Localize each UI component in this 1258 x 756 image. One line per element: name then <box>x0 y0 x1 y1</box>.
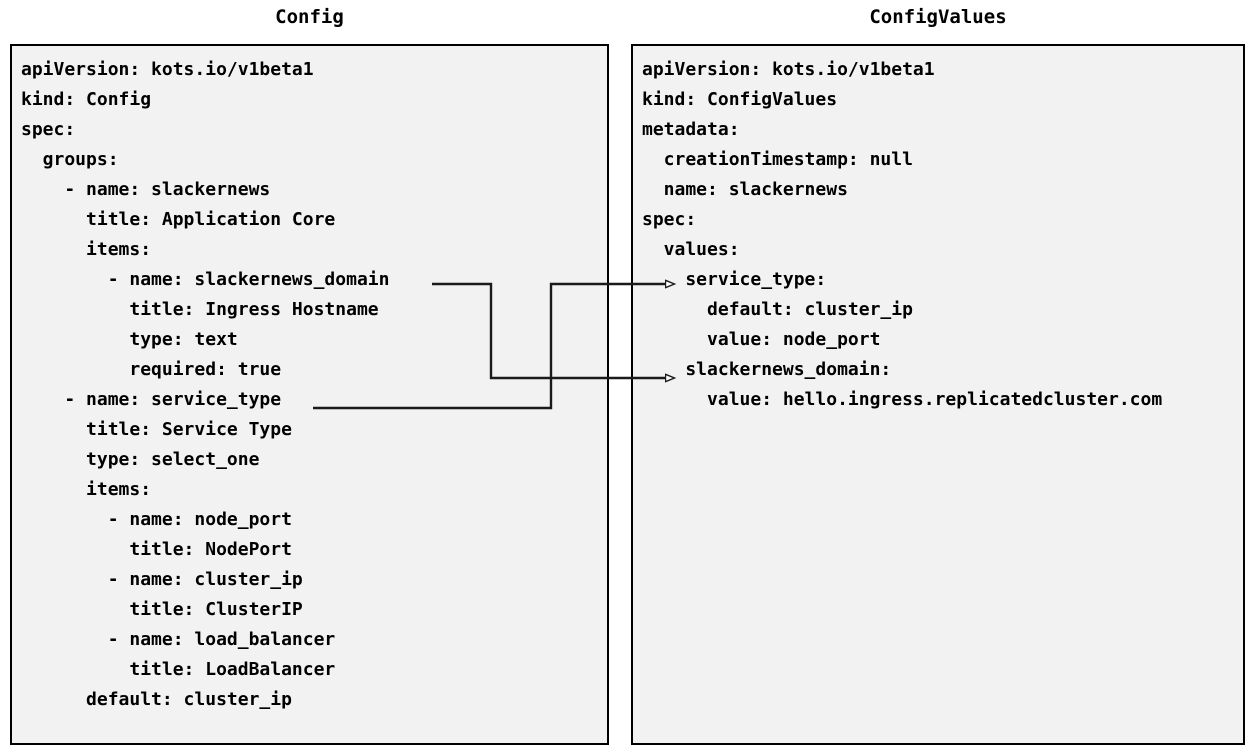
configvalues-yaml-line: slackernews_domain: <box>642 359 892 380</box>
configvalues-yaml-line: metadata: <box>642 119 740 140</box>
config-yaml-line: title: Ingress Hostname <box>21 299 379 320</box>
config-yaml-line: title: NodePort <box>21 539 292 560</box>
config-yaml-line: - name: node_port <box>21 509 292 530</box>
config-yaml-line: - name: slackernews <box>21 179 271 200</box>
config-yaml-block: apiVersion: kots.io/v1beta1 kind: Config s… <box>21 55 603 715</box>
config-yaml-line: items: <box>21 479 152 500</box>
configvalues-yaml-line: apiVersion: kots.io/v1beta1 <box>642 59 935 80</box>
config-yaml-line: required: true <box>21 359 282 380</box>
config-yaml-line: items: <box>21 239 152 260</box>
configvalues-yaml-line: value: hello.ingress.replicatedcluster.c… <box>642 389 1163 410</box>
configvalues-panel: apiVersion: kots.io/v1beta1 kind: ConfigV… <box>631 44 1245 745</box>
config-yaml-line: - name: service_type <box>21 389 282 410</box>
config-yaml-line: title: Service Type <box>21 419 292 440</box>
config-yaml-line: spec: <box>21 119 76 140</box>
config-yaml-line: type: select_one <box>21 449 260 470</box>
configvalues-yaml-line: kind: ConfigValues <box>642 89 838 110</box>
configvalues-yaml-block: apiVersion: kots.io/v1beta1 kind: ConfigV… <box>642 55 1239 415</box>
config-yaml-line: kind: Config <box>21 89 152 110</box>
config-yaml-line: groups: <box>21 149 119 170</box>
configvalues-panel-title: ConfigValues <box>869 6 1007 28</box>
config-yaml-line: - name: cluster_ip <box>21 569 303 590</box>
config-yaml-line: apiVersion: kots.io/v1beta1 <box>21 59 314 80</box>
config-panel: apiVersion: kots.io/v1beta1 kind: Config s… <box>10 44 609 745</box>
config-yaml-line: title: LoadBalancer <box>21 659 336 680</box>
configvalues-yaml-line: service_type: <box>642 269 827 290</box>
config-yaml-line: - name: load_balancer <box>21 629 336 650</box>
config-yaml-line: title: Application Core <box>21 209 336 230</box>
configvalues-yaml-line: values: <box>642 239 740 260</box>
config-yaml-line: - name: slackernews_domain <box>21 269 390 290</box>
config-panel-title: Config <box>275 6 344 28</box>
configvalues-yaml-line: spec: <box>642 209 697 230</box>
config-yaml-line: type: text <box>21 329 238 350</box>
config-yaml-line: default: cluster_ip <box>21 689 292 710</box>
configvalues-yaml-line: creationTimestamp: null <box>642 149 913 170</box>
configvalues-yaml-line: name: slackernews <box>642 179 848 200</box>
configvalues-yaml-line: default: cluster_ip <box>642 299 913 320</box>
configvalues-yaml-line: value: node_port <box>642 329 881 350</box>
config-yaml-line: title: ClusterIP <box>21 599 303 620</box>
